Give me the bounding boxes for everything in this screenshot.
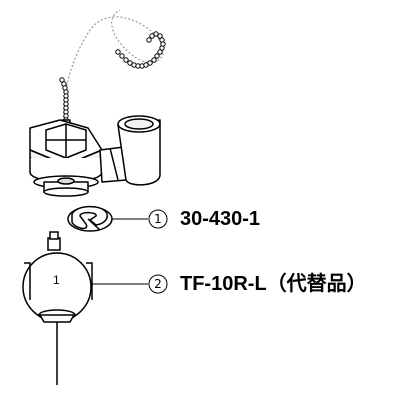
part-code-label-2: TF-10R-L（代替品） xyxy=(180,273,367,295)
flush-valve-icon xyxy=(29,115,161,197)
bead-chain-icon xyxy=(59,9,166,131)
part-code-label-1: 30-430-1 xyxy=(180,208,261,230)
retaining-clip-icon xyxy=(67,205,113,232)
callout-circle-1 xyxy=(148,209,168,229)
callout-circle-2 xyxy=(148,274,168,294)
callout-number-2: 2 xyxy=(154,277,162,291)
ball-float-icon: 1 xyxy=(22,231,93,385)
svg-text:1: 1 xyxy=(53,273,60,287)
callout-number-1: 1 xyxy=(154,212,162,226)
